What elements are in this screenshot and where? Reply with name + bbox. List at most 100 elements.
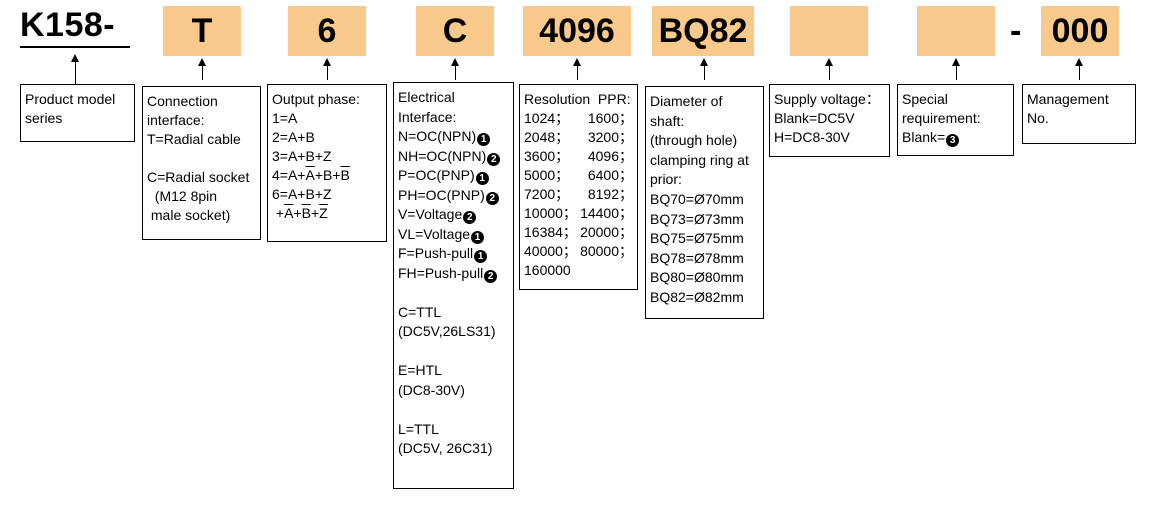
phase-line: 6=A+B+Z [272, 186, 332, 202]
resolution-value: 1024； [524, 110, 570, 126]
electrical-tail-line: (DC5V,26LS31) [398, 323, 496, 339]
resolution-value: 3200； [587, 129, 633, 145]
code-supply-voltage [790, 6, 868, 56]
box-shaft-diameter: Diameter of shaft: (through hole) clampi… [645, 86, 764, 319]
electrical-tail-line: L=TTL [398, 420, 439, 437]
resolution-value: 6400； [587, 167, 633, 183]
electrical-item-label: F=Push-pull [398, 245, 474, 261]
electrical-item-label: P=OC(PNP) [398, 167, 475, 183]
shaft-line: shaft: [650, 112, 685, 129]
phase-part: + [310, 205, 320, 221]
resolution-value: 160000 [524, 262, 571, 278]
arrow-head [573, 58, 581, 66]
note-marker: 1 [475, 172, 489, 185]
electrical-tail-line: E=HTL [398, 362, 442, 378]
note-marker: 2 [487, 152, 501, 166]
resolution-heading: Resolution PPR: [524, 91, 631, 107]
phase-part-overline: A [284, 205, 294, 221]
connection-line: male socket) [147, 207, 231, 223]
resolution-row: 1024；1600； [524, 109, 633, 128]
electrical-item-label: V=Voltage [398, 206, 463, 222]
connection-line: Connection [147, 93, 218, 109]
connection-line: T=Radial cable [147, 131, 241, 147]
resolution-value: 7200； [524, 186, 570, 202]
electrical-item-label: NH=OC(NPN) [398, 147, 487, 164]
shaft-line: BQ75=Ø75mm [650, 230, 744, 247]
note-marker: 2 [463, 211, 477, 224]
special-line: Special [902, 91, 948, 107]
shaft-line: Diameter of [650, 93, 723, 109]
box-electrical-interface: Electrical Interface: N=OC(NPN)1 NH=OC(N… [393, 82, 514, 489]
code-output-phase: 6 [288, 6, 366, 56]
connector-line [577, 64, 578, 80]
electrical-tail-line: C=TTL [398, 303, 442, 320]
shaft-line: (through hole) [650, 132, 738, 149]
code-electrical: C [416, 6, 494, 56]
phase-part-overline: Z [319, 205, 328, 221]
connector-line [455, 64, 456, 80]
phase-line: 2=A+B [272, 129, 315, 145]
connector-line [75, 60, 76, 84]
electrical-item-label: PH=OC(PNP) [398, 186, 485, 203]
box-output-phase: Output phase: 1=A 2=A+B 3=A+B+Z 4=A+A+B+… [267, 84, 387, 242]
connector-line [704, 64, 705, 80]
shaft-line: clamping ring at [650, 151, 749, 168]
resolution-row: 7200； 8192； [524, 185, 633, 204]
electrical-item: PH=OC(PNP)2 [398, 186, 499, 205]
arrow-head [323, 58, 331, 66]
resolution-row: 160000 [524, 261, 633, 280]
connection-line: interface: [147, 112, 205, 128]
note-marker: 3 [946, 134, 960, 147]
connector-line [1079, 64, 1080, 80]
management-line: No. [1027, 110, 1049, 126]
connector-line [327, 64, 328, 80]
note-marker: 1 [477, 133, 491, 146]
connector-line [829, 64, 830, 80]
series-line-1: Product model [25, 91, 116, 107]
phase-part: 4=A+ [272, 167, 306, 183]
connector-line [956, 64, 957, 80]
supply-line: Supply voltage： [774, 91, 880, 107]
phase-line-6: +A+B+Z [272, 205, 328, 221]
series-line-2: series [25, 110, 63, 126]
box-resolution: Resolution PPR: 1024；1600； 2048；3200； 36… [519, 84, 638, 290]
note-marker: 1 [474, 250, 488, 263]
resolution-value: 8192； [587, 186, 633, 202]
electrical-heading: Interface: [398, 108, 457, 125]
supply-line: Blank=DC5V [774, 110, 855, 126]
phase-part-overline: A [305, 167, 315, 183]
resolution-row: 2048； 3200； [524, 128, 633, 147]
management-line: Management [1027, 91, 1109, 107]
special-blank-line: Blank=3 [902, 129, 960, 147]
electrical-heading: Electrical [398, 89, 455, 105]
code-resolution: 4096 [523, 6, 631, 56]
supply-line: H=DC8-30V [774, 129, 850, 145]
connection-line: C=Radial socket [147, 169, 250, 185]
arrow-head [700, 58, 708, 66]
code-dash: - [1010, 12, 1022, 50]
phase-line: 3=A+B+Z [272, 148, 332, 164]
shaft-line: prior: [650, 171, 682, 188]
resolution-value: 4096； [587, 148, 633, 164]
arrow-head [825, 58, 833, 66]
series-code: K158- [20, 6, 116, 44]
arrow-head [198, 58, 206, 66]
code-management: 000 [1041, 6, 1119, 56]
phase-part-overline: B [340, 167, 350, 183]
resolution-value: 2048； [524, 129, 570, 145]
resolution-value: 14400； [580, 205, 633, 221]
electrical-item: P=OC(PNP)1 [398, 167, 489, 185]
code-connection: T [163, 6, 241, 56]
resolution-row: 5000；6400； [524, 166, 633, 185]
phase-part: +B+ [314, 167, 341, 183]
code-shaft: BQ82 [652, 6, 754, 56]
electrical-tail-line: (DC8-30V) [398, 381, 465, 398]
box-connection-interface: Connection interface: T=Radial cable C=R… [142, 86, 261, 240]
shaft-line: BQ80=Ø80mm [650, 269, 744, 286]
electrical-item: N=OC(NPN)1 [398, 128, 491, 146]
note-marker: 1 [471, 230, 485, 244]
resolution-row: 40000；80000； [524, 242, 633, 261]
electrical-item-label: N=OC(NPN) [398, 128, 477, 144]
